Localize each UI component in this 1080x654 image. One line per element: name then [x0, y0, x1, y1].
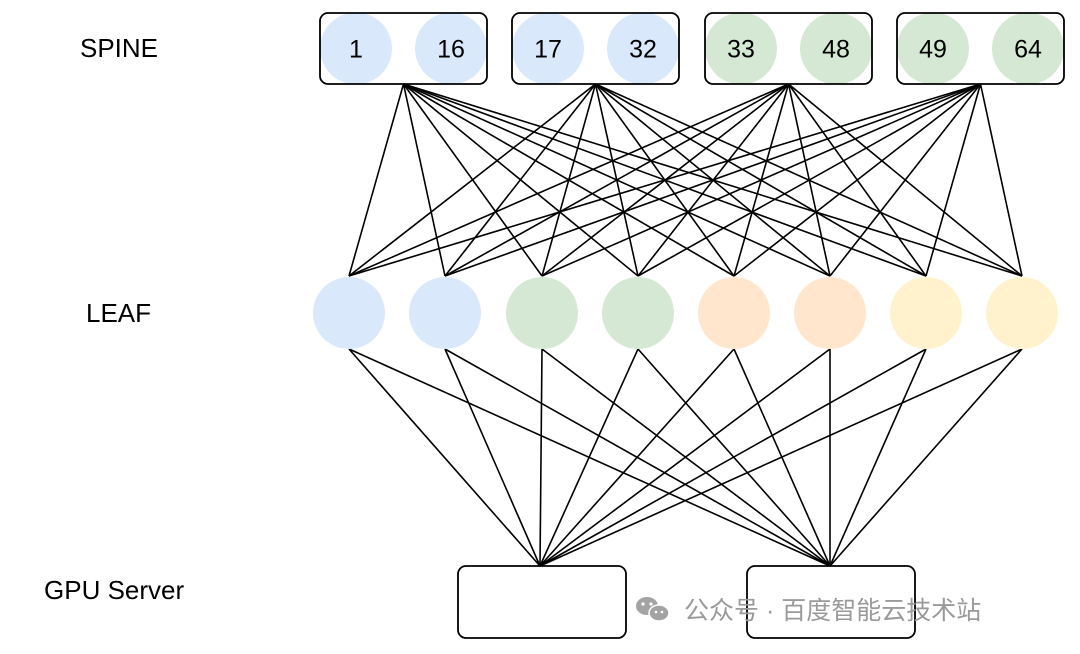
spine-switch-node — [512, 12, 584, 85]
spine-group-last-label: 32 — [629, 36, 657, 64]
spine-switch-node — [415, 12, 487, 85]
watermark-text: 公众号 · 百度智能云技术站 — [684, 597, 981, 625]
gpu-server-box-1 — [457, 565, 627, 639]
link-leaf-7-server-2 — [829, 348, 927, 567]
spine-group-box — [319, 12, 488, 85]
watermark: 公众号 · 百度智能云技术站 — [636, 597, 981, 625]
link-spine-4-leaf-8 — [979, 83, 1023, 277]
spine-switch-node — [320, 12, 392, 85]
link-spine-4-leaf-1 — [348, 83, 981, 277]
spine-group-last-label: 48 — [822, 36, 850, 64]
tier-label-spine: SPINE — [80, 33, 158, 63]
spine-switch-node — [897, 12, 969, 85]
link-leaf-8-server-1 — [539, 348, 1023, 567]
server-layer — [457, 565, 916, 639]
leaf-layer — [313, 277, 1058, 349]
link-leaf-7-server-1 — [539, 348, 927, 567]
leaf-switch-node-3 — [506, 277, 578, 349]
spine-group-box — [704, 12, 873, 85]
spine-group-box — [511, 12, 680, 85]
spine-group-last-label: 64 — [1014, 36, 1042, 64]
spine-switch-node — [800, 12, 872, 85]
link-leaf-3-server-1 — [539, 348, 543, 567]
leaf-switch-node-7 — [890, 277, 962, 349]
link-spine-2-leaf-1 — [348, 83, 596, 277]
link-spine-4-leaf-7 — [925, 83, 982, 277]
link-spine-4-leaf-5 — [733, 83, 981, 277]
spine-group-4: 49 64 — [896, 12, 1065, 85]
spine-group-first-label: 49 — [919, 36, 947, 64]
link-leaf-5-server-1 — [539, 348, 735, 567]
link-leaf-4-server-1 — [539, 348, 639, 567]
leaf-switch-node-6 — [794, 277, 866, 349]
link-leaf-6-server-1 — [539, 348, 831, 567]
tier-label-leaf: LEAF — [86, 298, 151, 328]
link-leaf-8-server-2 — [829, 348, 1023, 567]
link-spine-3-leaf-2 — [444, 83, 789, 277]
gpu-server-box-2 — [746, 565, 916, 639]
tier-label-gpu-server: GPU Server — [44, 575, 184, 605]
link-spine-3-leaf-1 — [348, 83, 789, 277]
link-spine-4-leaf-6 — [829, 83, 982, 277]
link-spine-4-leaf-4 — [637, 83, 981, 277]
spine-switch-node — [992, 12, 1064, 85]
link-spine-2-leaf-2 — [444, 83, 597, 277]
spine-group-box — [896, 12, 1065, 85]
link-spine-1-leaf-2 — [402, 83, 446, 277]
leaf-switch-node-8 — [986, 277, 1058, 349]
spine-group-last-label: 16 — [437, 36, 465, 64]
wechat-icon — [636, 597, 670, 622]
spine-group-3: 33 48 — [704, 12, 873, 85]
link-spine-4-leaf-3 — [541, 83, 981, 277]
spine-switch-node — [607, 12, 679, 85]
link-leaf-1-server-1 — [348, 348, 541, 567]
spine-group-1: 1 16 — [319, 12, 488, 85]
leaf-switch-node-1 — [313, 277, 385, 349]
link-spine-4-leaf-2 — [444, 83, 981, 277]
spine-group-first-label: 17 — [534, 36, 562, 64]
link-spine-1-leaf-1 — [348, 83, 405, 277]
leaf-switch-node-2 — [409, 277, 481, 349]
link-leaf-2-server-1 — [444, 348, 541, 567]
spine-group-first-label: 33 — [727, 36, 755, 64]
spine-group-first-label: 1 — [349, 36, 363, 64]
leaf-switch-node-4 — [602, 277, 674, 349]
leaf-switch-node-5 — [698, 277, 770, 349]
spine-switch-node — [705, 12, 777, 85]
links — [348, 83, 1023, 567]
